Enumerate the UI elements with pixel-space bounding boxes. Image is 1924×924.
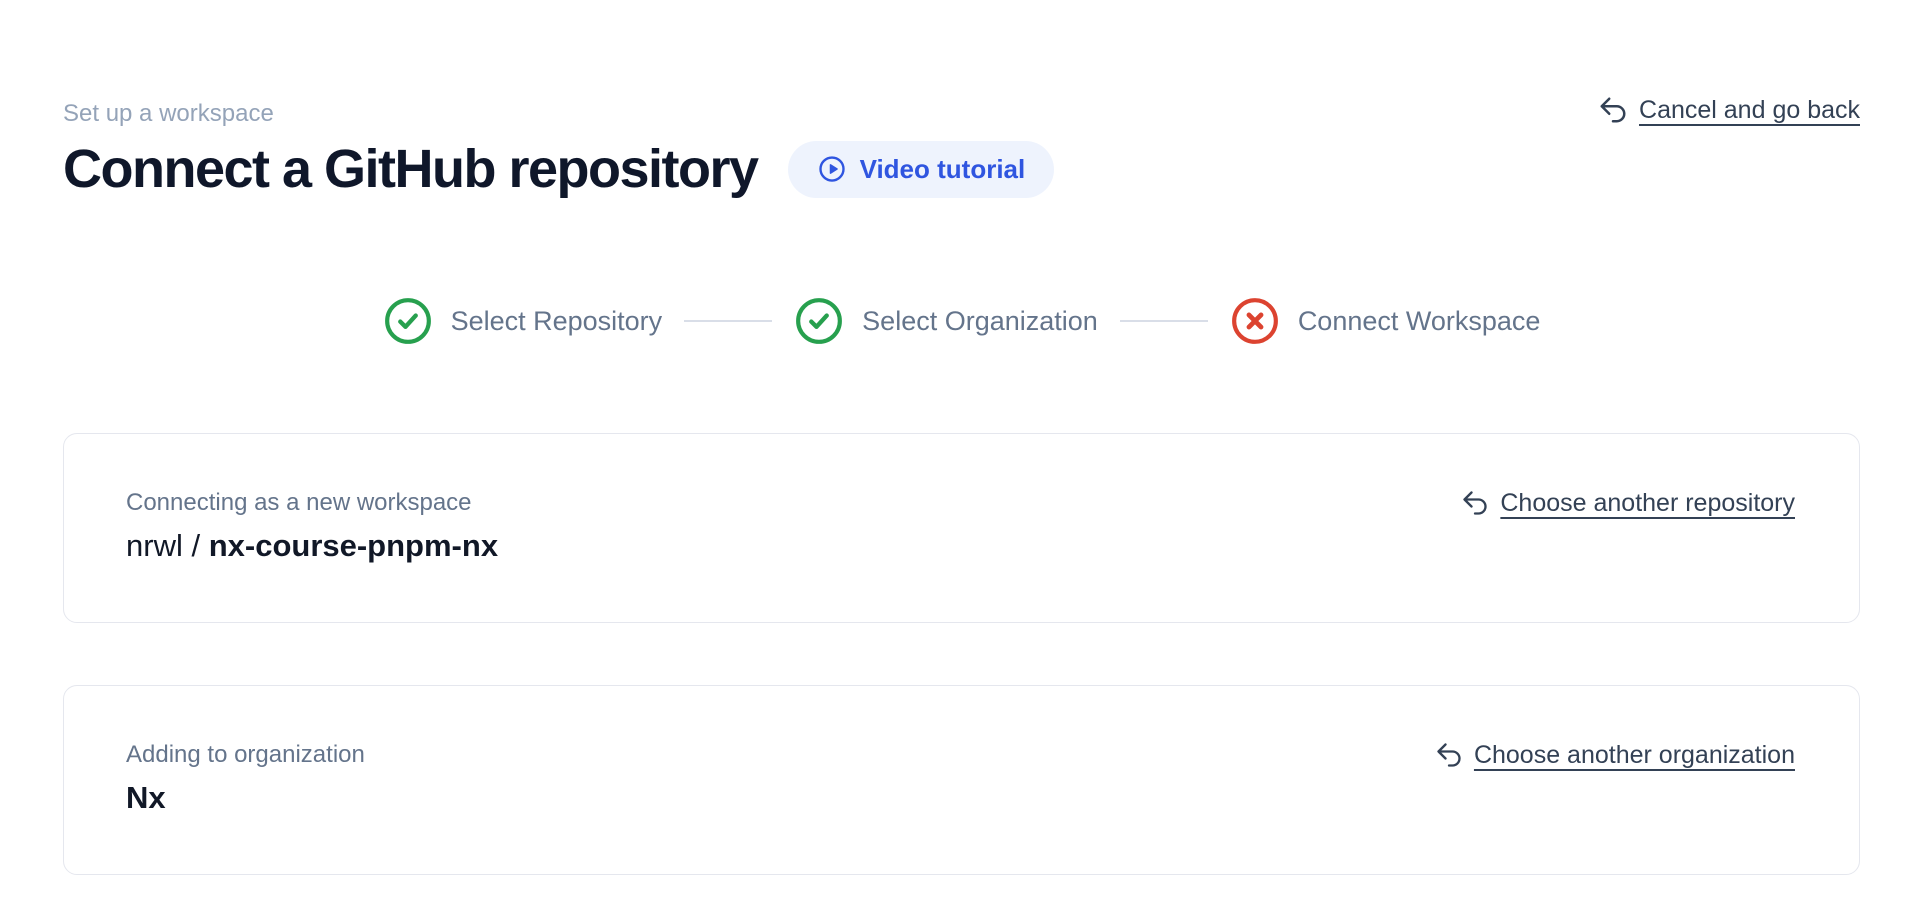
play-circle-icon — [817, 154, 847, 184]
cancel-and-go-back-link[interactable]: Cancel and go back — [1598, 95, 1860, 125]
video-tutorial-button[interactable]: Video tutorial — [787, 140, 1055, 198]
organization-name: Nx — [126, 780, 166, 815]
undo-arrow-icon — [1461, 489, 1489, 517]
organization-card-label: Adding to organization — [126, 741, 365, 768]
repository-owner: nrwl / — [126, 528, 201, 563]
repository-full-name: nrwl / nx-course-pnpm-nx — [126, 526, 498, 566]
choose-another-repository-link[interactable]: Choose another repository — [1461, 488, 1795, 518]
organization-card-info: Adding to organization Nx — [126, 740, 365, 818]
video-tutorial-label: Video tutorial — [859, 153, 1026, 184]
choose-another-organization-link[interactable]: Choose another organization — [1435, 740, 1795, 770]
undo-arrow-icon — [1435, 741, 1463, 769]
cancel-link-label: Cancel and go back — [1639, 95, 1860, 124]
step-select-organization: Select Organization — [794, 296, 1098, 346]
eyebrow-label: Set up a workspace — [63, 100, 274, 127]
step-select-repository: Select Repository — [383, 296, 663, 346]
heading-row: Connect a GitHub repository Video tutori… — [63, 138, 1860, 200]
repository-card-label: Connecting as a new workspace — [126, 489, 472, 516]
choose-another-repository-label: Choose another repository — [1500, 489, 1795, 517]
organization-card: Adding to organization Nx Choose another… — [63, 685, 1860, 875]
repository-card: Connecting as a new workspace nrwl / nx-… — [63, 433, 1860, 623]
choose-another-organization-label: Choose another organization — [1473, 741, 1795, 769]
stepper-connector — [684, 320, 773, 322]
check-circle-icon — [383, 296, 433, 346]
stepper: Select Repository Select Organization Co… — [63, 296, 1860, 346]
step-label: Select Repository — [450, 305, 663, 336]
page-title: Connect a GitHub repository — [63, 139, 759, 199]
stepper-connector — [1119, 320, 1208, 322]
x-circle-icon — [1230, 296, 1280, 346]
step-label: Select Organization — [862, 305, 1098, 336]
undo-arrow-icon — [1598, 95, 1628, 125]
step-label: Connect Workspace — [1297, 305, 1541, 336]
check-circle-icon — [794, 296, 844, 346]
step-connect-workspace: Connect Workspace — [1230, 296, 1541, 346]
repository-name: nx-course-pnpm-nx — [208, 528, 499, 563]
repository-card-info: Connecting as a new workspace nrwl / nx-… — [126, 488, 498, 566]
